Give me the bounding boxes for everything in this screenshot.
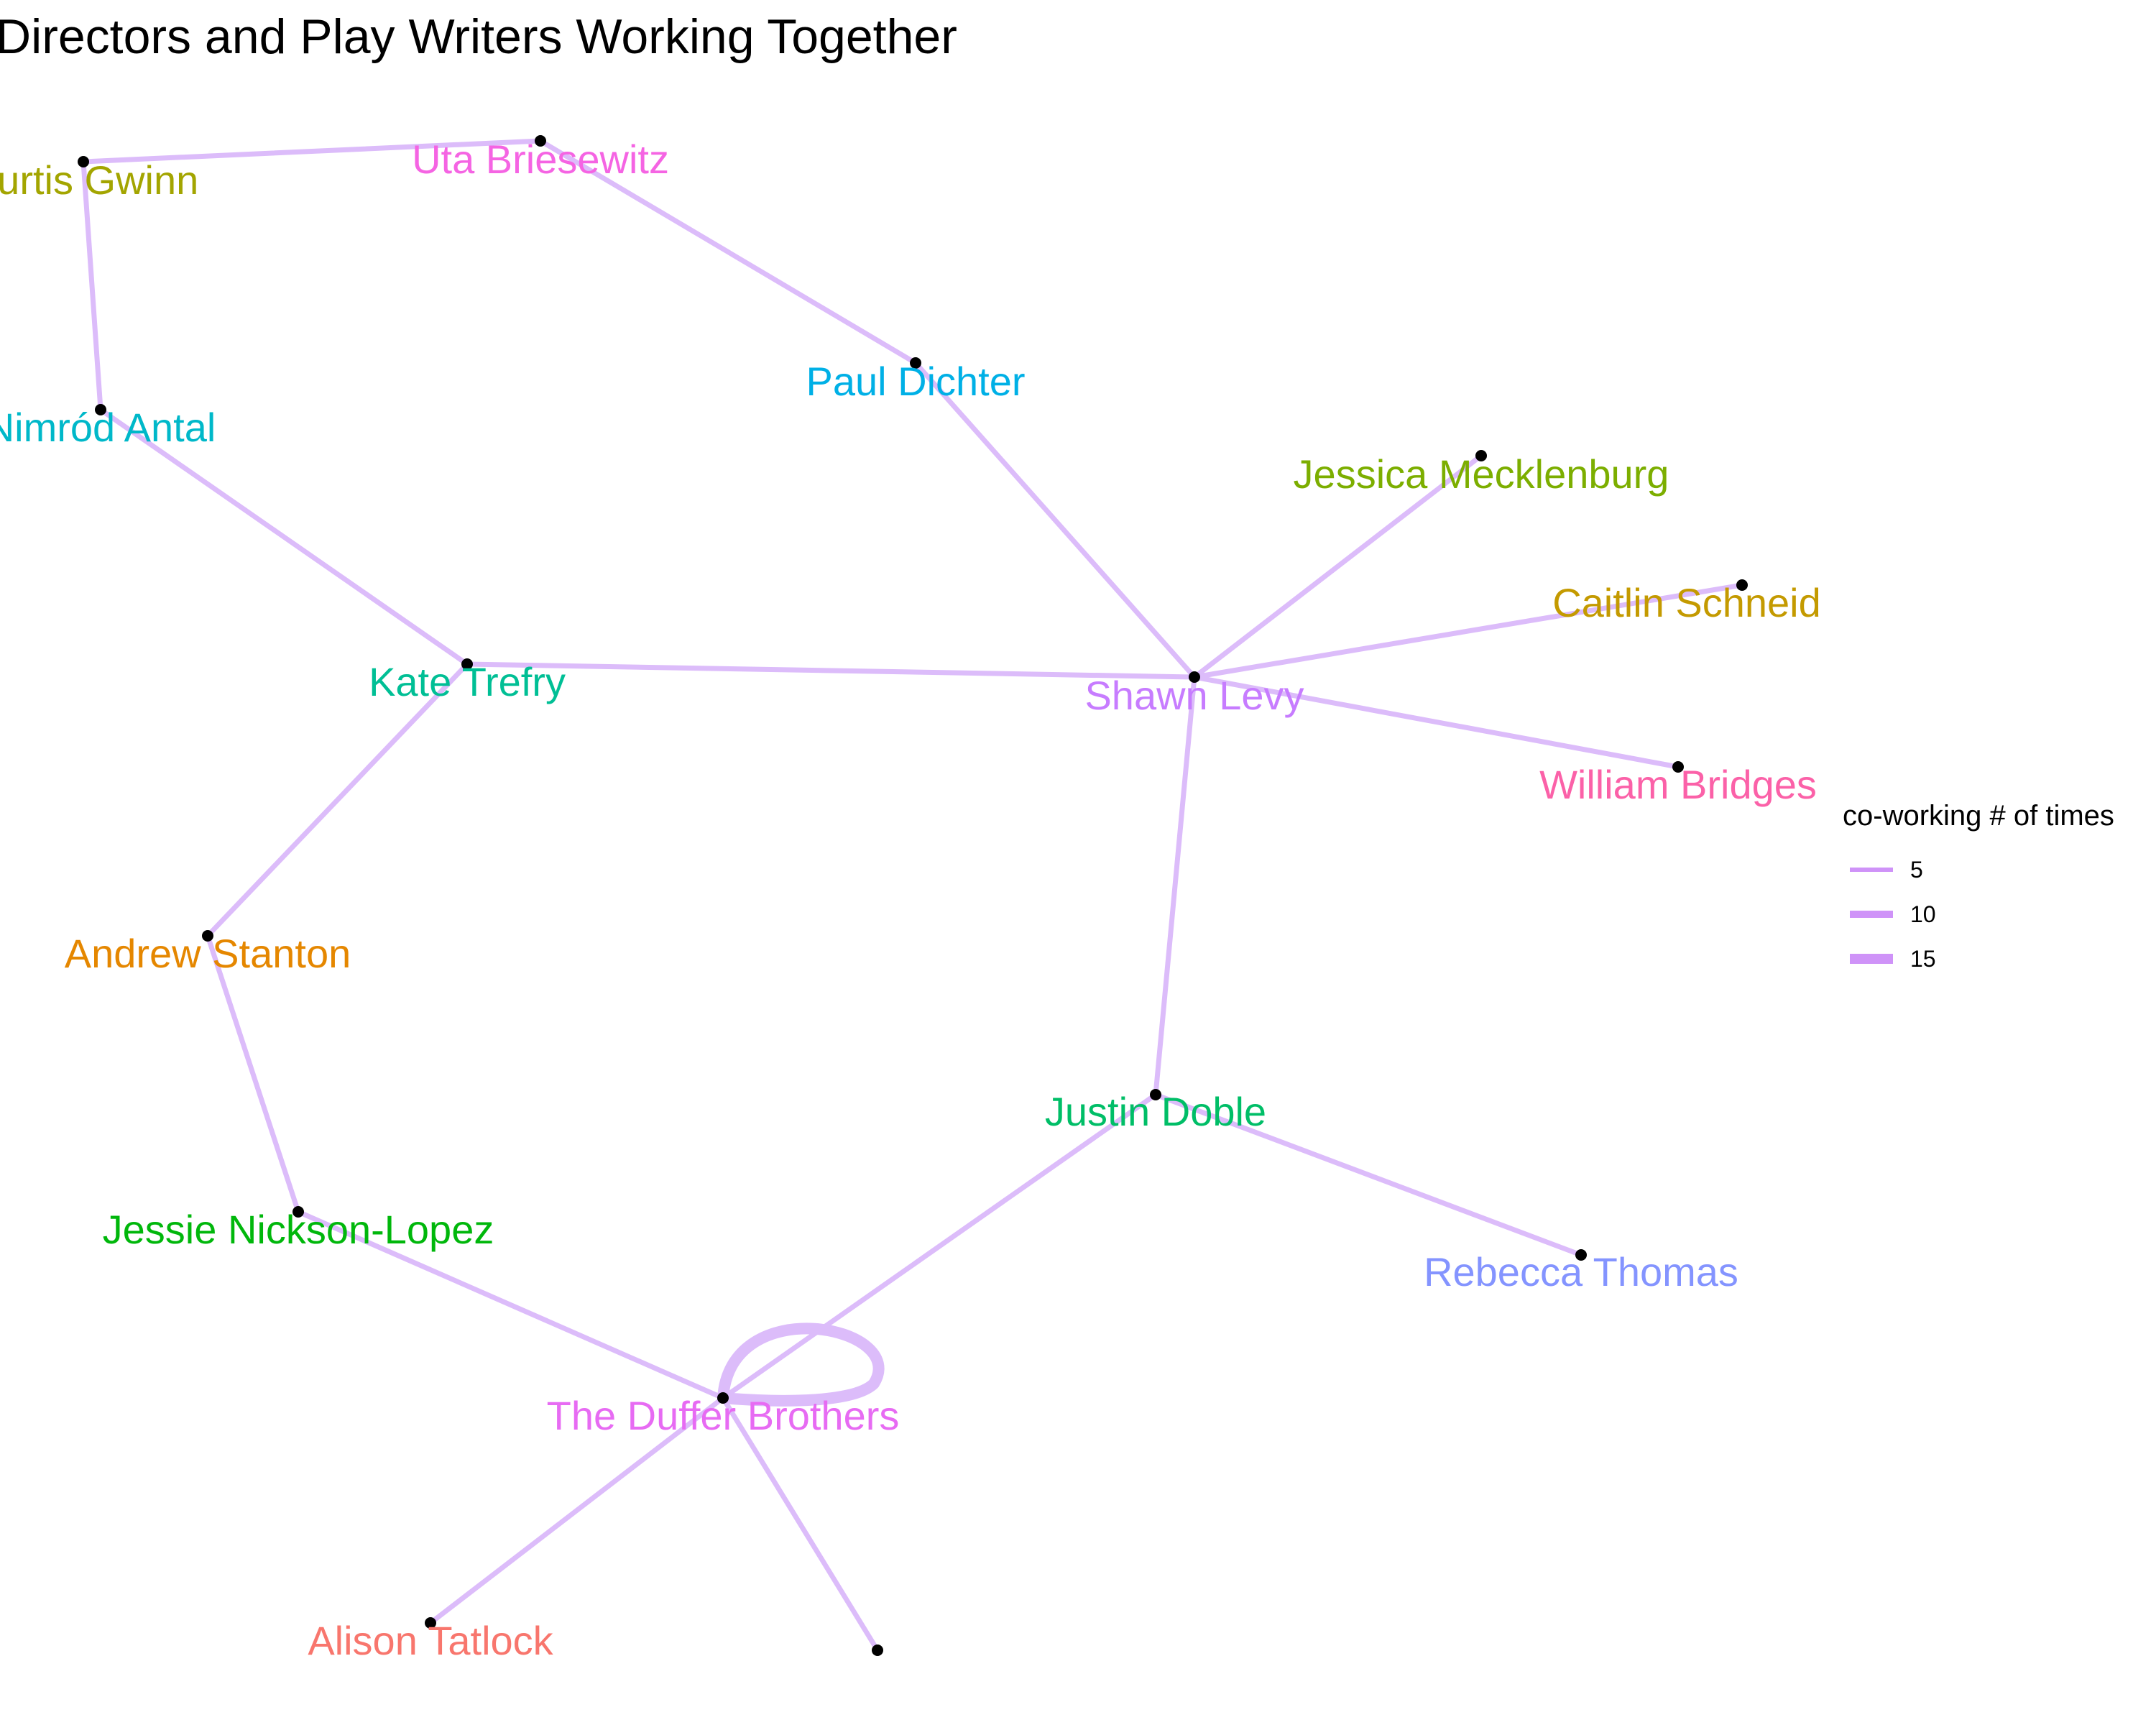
edge-duffer-alison — [428, 1395, 726, 1626]
edge-kate-andrew — [205, 661, 470, 939]
edge-caitlin-shawn — [1192, 582, 1745, 680]
edge-curtis-uta — [80, 138, 543, 165]
node-label-nimrod: Nimród Antal — [0, 405, 216, 450]
edge-self-loop-duffer — [717, 1322, 885, 1407]
legend-items: 5 10 15 — [1850, 857, 1936, 972]
node-jessica — [1475, 450, 1487, 461]
edge-justin-duffer — [720, 1092, 1158, 1401]
edge-jessica-shawn — [1192, 453, 1484, 680]
edge-shawn-justin — [1153, 674, 1197, 1098]
legend-label-10: 10 — [1910, 901, 1936, 927]
node-caitlin — [1736, 579, 1748, 591]
node-label-duffer: The Duffer Brothers — [547, 1393, 900, 1438]
legend-title: co-working # of times — [1843, 800, 2114, 832]
node-unlabeled — [872, 1644, 883, 1656]
edge-uta-paul — [538, 138, 918, 366]
edge-nimrod-kate — [98, 407, 470, 667]
node-william — [1672, 761, 1684, 773]
node-paul — [910, 357, 921, 369]
node-shawn — [1189, 671, 1200, 683]
legend-label-15: 15 — [1910, 946, 1936, 972]
node-justin — [1150, 1089, 1161, 1100]
edge-curtis-nimrod — [80, 159, 103, 413]
edge-paul-shawn — [913, 360, 1197, 680]
node-label-paul: Paul Dichter — [806, 359, 1025, 404]
edge-andrew-jessie — [205, 933, 301, 1215]
edge-justin-rebecca — [1153, 1092, 1584, 1258]
edge-kate-shawn — [464, 661, 1197, 680]
node-uta — [535, 135, 546, 147]
node-label-andrew: Andrew Stanton — [65, 931, 351, 976]
node-label-william: William Bridges — [1539, 762, 1817, 807]
node-rebecca — [1575, 1249, 1587, 1261]
node-duffer — [717, 1392, 729, 1404]
node-andrew — [202, 930, 213, 942]
edges-layer — [80, 138, 1745, 1653]
node-label-rebecca: Rebecca Thomas — [1424, 1249, 1738, 1294]
node-label-uta: Uta Briesewitz — [412, 137, 669, 182]
node-label-jessica: Jessica Mecklenburg — [1294, 451, 1669, 497]
nodes-layer — [78, 135, 1748, 1656]
node-label-shawn: Shawn Levy — [1084, 673, 1304, 718]
legend-label-5: 5 — [1910, 857, 1923, 883]
node-kate — [461, 658, 473, 670]
diagram-title: Directors and Play Writers Working Toget… — [0, 9, 957, 64]
node-curtis — [78, 156, 89, 167]
node-label-justin: Justin Doble — [1045, 1089, 1266, 1134]
node-alison — [425, 1617, 436, 1629]
edge-duffer-unlabeled — [720, 1395, 880, 1653]
node-jessie — [292, 1206, 304, 1218]
node-label-caitlin: Caitlin Schneid — [1552, 580, 1821, 625]
node-label-kate: Kate Trefry — [369, 659, 566, 704]
node-label-curtis: Curtis Gwinn — [0, 157, 198, 203]
edge-jessie-duffer — [295, 1209, 726, 1401]
node-label-alison: Alison Tatlock — [308, 1618, 553, 1663]
legend: co-working # of times 5 10 15 — [1843, 800, 2114, 972]
edge-shawn-william — [1192, 674, 1681, 770]
node-label-jessie: Jessie Nickson-Lopez — [103, 1207, 494, 1252]
node-nimrod — [95, 404, 106, 415]
